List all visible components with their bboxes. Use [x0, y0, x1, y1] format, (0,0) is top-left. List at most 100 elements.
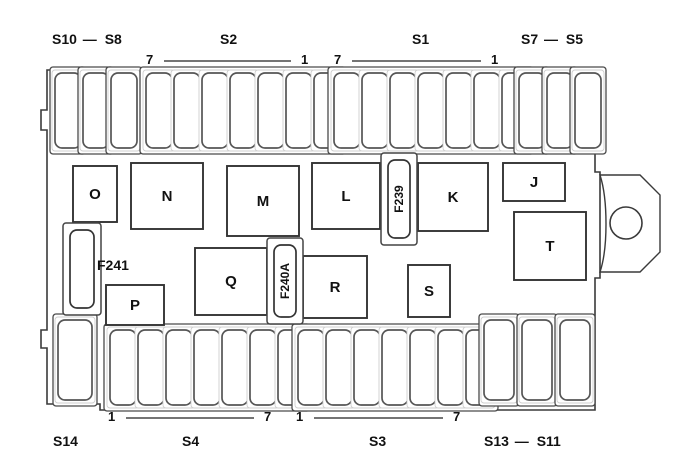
fuse-slot[interactable]: [57, 319, 93, 401]
fuse-slot[interactable]: [417, 72, 445, 149]
fuse-slot[interactable]: [574, 72, 602, 149]
fuse-slot[interactable]: [165, 329, 193, 406]
fuse-slot[interactable]: [546, 72, 574, 149]
top-group-label-s10-s8: S10 — S8: [52, 31, 122, 47]
bottom-group-label-s3: S3: [369, 433, 386, 449]
fuse-slot[interactable]: [82, 72, 110, 149]
relay-N[interactable]: [130, 162, 204, 230]
label-left: S13: [484, 433, 509, 449]
label-left: S3: [369, 433, 387, 449]
fuse-slot-layer: [49, 66, 607, 412]
fuse-slot[interactable]: [445, 72, 473, 149]
label-right: S11: [536, 433, 561, 449]
fuse-slot[interactable]: [353, 329, 381, 406]
relay-J[interactable]: [502, 162, 566, 202]
fuse-group-s14: [52, 313, 98, 407]
range-start-s3-range: 1: [296, 409, 304, 424]
special-fuse-label-f241: F241: [97, 257, 129, 273]
special-fuse-f241[interactable]: [62, 222, 102, 316]
fuse-group-s1: [327, 66, 535, 155]
relay-label-R: R: [329, 278, 341, 296]
relay-Q[interactable]: [194, 247, 268, 316]
label-right: S8: [104, 31, 122, 47]
fuse-slot[interactable]: [193, 329, 221, 406]
label-right: S5: [565, 31, 584, 47]
fuse-slot[interactable]: [521, 319, 553, 401]
fuse-group-s2: [139, 66, 347, 155]
relay-M[interactable]: [226, 165, 300, 237]
fuse-slot[interactable]: [389, 72, 417, 149]
fuse-slot[interactable]: [473, 72, 501, 149]
fuse-group-s10-s8: [49, 66, 143, 155]
top-group-label-s2: S2: [220, 31, 237, 47]
range-rule-layer: [126, 60, 481, 419]
fuse-slot[interactable]: [221, 329, 249, 406]
fuse-slot[interactable]: [297, 329, 325, 406]
relay-label-K: K: [447, 188, 459, 206]
fuse-slot[interactable]: [110, 72, 138, 149]
relay-label-L: L: [341, 187, 351, 205]
relay-P[interactable]: [105, 284, 165, 326]
fuse-slot[interactable]: [381, 329, 409, 406]
fuse-slot[interactable]: [201, 72, 229, 149]
relay-S[interactable]: [407, 264, 451, 318]
relay-K[interactable]: [417, 162, 489, 232]
fuse-slot[interactable]: [333, 72, 361, 149]
fuse-slot[interactable]: [109, 329, 137, 406]
range-end-s4-range: 7: [264, 409, 272, 424]
label-left: S7: [521, 31, 539, 47]
bottom-group-label-s13-s11: S13 — S11: [484, 433, 561, 449]
fuse-group-s3: [291, 323, 499, 412]
relay-label-S: S: [423, 282, 434, 300]
fuse-slot[interactable]: [285, 72, 313, 149]
fuse-slot[interactable]: [409, 329, 437, 406]
fuse-slot[interactable]: [257, 72, 285, 149]
relay-L[interactable]: [311, 162, 381, 230]
range-end-s3-range: 7: [453, 409, 461, 424]
relay-label-Q: Q: [225, 273, 237, 290]
fuse-slot[interactable]: [518, 72, 546, 149]
fuse-group-s7-s5: [513, 66, 607, 155]
relay-label-O: O: [89, 185, 101, 203]
top-group-label-s7-s5: S7 — S5: [521, 31, 583, 47]
relay-label-T: T: [545, 237, 555, 255]
label-left: S10: [52, 31, 77, 47]
range-start-s2-range: 7: [146, 52, 154, 67]
bottom-group-label-s4: S4: [182, 433, 199, 449]
range-end-s1-range: 1: [491, 52, 499, 67]
relay-T[interactable]: [513, 211, 587, 281]
relay-label-M: M: [256, 192, 270, 210]
fuse-slot[interactable]: [437, 329, 465, 406]
bottom-group-label-s14: S14: [53, 433, 78, 449]
relay-layer: [62, 152, 587, 326]
relay-O[interactable]: [72, 165, 118, 223]
label-dash: —: [508, 433, 537, 449]
range-end-s2-range: 1: [301, 52, 309, 67]
fuse-slot[interactable]: [249, 329, 277, 406]
range-start-s1-range: 7: [334, 52, 342, 67]
fuse-slot[interactable]: [559, 319, 591, 401]
fuse-slot[interactable]: [483, 319, 515, 401]
fuse-slot[interactable]: [325, 329, 353, 406]
right-mount-bracket: [599, 174, 661, 273]
top-group-label-s1: S1: [412, 31, 429, 47]
label-left: S14: [53, 433, 78, 449]
label-dash: —: [538, 31, 566, 47]
special-fuse-f240a[interactable]: [266, 237, 304, 325]
range-start-s4-range: 1: [108, 409, 116, 424]
relay-R[interactable]: [302, 255, 368, 319]
label-left: S2: [220, 31, 238, 47]
special-fuse-label-f240a: F240A: [278, 262, 292, 300]
label-left: S1: [412, 31, 430, 47]
fuse-slot[interactable]: [173, 72, 201, 149]
fuse-slot[interactable]: [145, 72, 173, 149]
fuse-slot[interactable]: [361, 72, 389, 149]
fuse-slot[interactable]: [137, 329, 165, 406]
fuse-slot[interactable]: [229, 72, 257, 149]
label-dash: —: [76, 31, 105, 47]
label-left: S4: [182, 433, 200, 449]
special-fuse-f239[interactable]: [380, 152, 418, 246]
fuse-slot[interactable]: [54, 72, 82, 149]
